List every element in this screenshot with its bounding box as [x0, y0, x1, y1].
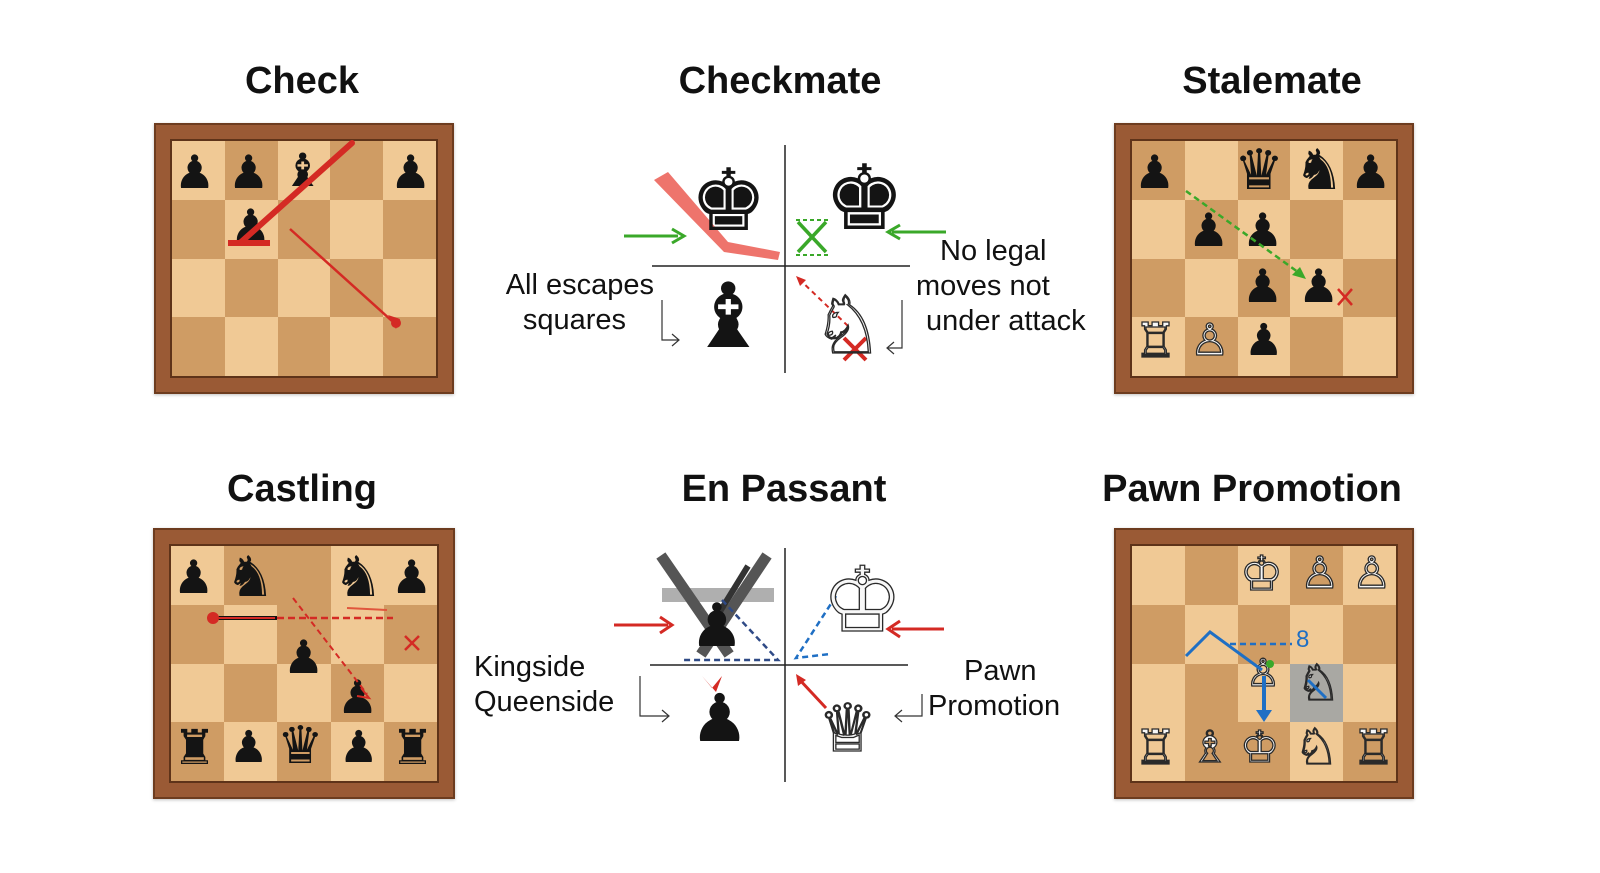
white-king-icon: ♔ — [1239, 546, 1284, 602]
white-rook-icon: ♖ — [1351, 720, 1396, 776]
black-pawn-icon: ♟ — [391, 550, 433, 604]
white-knight-icon: ♘ — [811, 279, 884, 372]
black-rook-icon: ♜ — [391, 720, 435, 776]
stalemate-board: ♟ ♛ ♞ ♟ ♟ ♟ ♟ ♟ ♖ ♙ ♟ — [1114, 123, 1414, 394]
caption-line: under attack — [926, 305, 1086, 337]
black-knight-icon: ♞ — [333, 545, 384, 610]
caption-line: Queenside — [474, 686, 615, 718]
black-bishop-icon: ♝ — [688, 264, 769, 369]
black-pawn-icon: ♟ — [173, 550, 215, 604]
en-passant-caption-left: Kingside Queenside — [474, 650, 614, 720]
black-rook-icon: ♜ — [173, 720, 217, 776]
caption-line: moves not — [916, 270, 1050, 302]
black-queen-icon: ♛ — [1234, 138, 1285, 203]
white-pawn-icon: ♙ — [1189, 315, 1230, 366]
rank-8-label: 8 — [1296, 626, 1310, 653]
white-knight-icon: ♘ — [1293, 718, 1339, 776]
white-pawn-icon: ♙ — [1299, 548, 1340, 599]
pawn-promotion-title: Pawn Promotion — [1102, 468, 1402, 510]
black-pawn-icon: ♟ — [1242, 259, 1284, 313]
en-passant-title: En Passant — [681, 468, 887, 510]
black-king-icon: ♚ — [824, 146, 905, 251]
caption-line: All escapes — [505, 269, 654, 301]
white-knight-icon: ♘ — [1295, 654, 1341, 712]
en-passant-caption-right: Pawn Promotion — [928, 654, 1060, 724]
black-pawn-icon: ♟ — [690, 591, 744, 661]
black-pawn-icon: ♟ — [1242, 203, 1284, 257]
caption-line: Pawn — [964, 655, 1037, 687]
black-pawn-icon: ♟ — [229, 722, 269, 773]
white-queen-icon: ♕ — [817, 690, 878, 767]
caption-line: No legal — [940, 235, 1047, 267]
caption-line: squares — [522, 304, 626, 336]
black-pawn-icon: ♟ — [1350, 145, 1392, 199]
black-pawn-icon: ♟ — [339, 722, 379, 773]
white-king-icon: ♔ — [821, 548, 903, 653]
caption-line: Promotion — [928, 690, 1061, 722]
black-king-icon: ♚ — [690, 151, 768, 251]
pawn-promotion-board: ♔ ♙ ♙ ♙ ♘ ♖ ♗ ♔ ♘ ♖ 8 — [1114, 528, 1414, 799]
caption-line: Kingside — [474, 651, 586, 683]
black-pawn-icon: ♟ — [1298, 259, 1340, 313]
black-pawn-icon: ♟ — [1244, 315, 1284, 366]
black-knight-icon: ♞ — [225, 545, 276, 610]
stalemate-title: Stalemate — [1182, 60, 1362, 102]
white-pawn-icon: ♙ — [1245, 651, 1281, 695]
black-bishop-icon: ♝ — [282, 143, 324, 197]
white-bishop-icon: ♗ — [1189, 722, 1230, 773]
black-knight-icon: ♞ — [1294, 138, 1345, 203]
check-title: Check — [244, 60, 360, 102]
black-pawn-icon: ♟ — [283, 630, 325, 684]
black-pawn-icon: ♟ — [690, 680, 750, 757]
castling-board: ♟ ♞ ♞ ♟ ♟ ♟ ♜ ♟ ♛ ♟ ♜ — [153, 528, 455, 799]
checkmate-title: Checkmate — [678, 60, 882, 102]
black-pawn-icon: ♟ — [1134, 145, 1176, 199]
white-pawn-icon: ♙ — [1351, 548, 1392, 599]
black-pawn-icon: ♟ — [228, 145, 270, 199]
black-pawn-icon: ♟ — [1188, 203, 1230, 257]
white-rook-icon: ♖ — [1133, 720, 1178, 776]
check-board: ♟ ♟ ♝ ♟ ♟ — [154, 123, 454, 394]
black-queen-icon: ♛ — [277, 716, 324, 776]
black-pawn-icon: ♟ — [390, 145, 432, 199]
black-pawn-icon: ♟ — [174, 145, 216, 199]
white-king-icon: ♔ — [1239, 722, 1280, 773]
castling-title: Castling — [227, 468, 377, 510]
black-pawn-icon: ♟ — [337, 670, 379, 724]
black-pawn-icon: ♟ — [230, 199, 272, 253]
checkmate-caption-left: All escapes squares — [494, 268, 654, 338]
white-rook-icon: ♖ — [1133, 313, 1178, 369]
pawn-promotion-board-grid — [1130, 544, 1398, 783]
checkmate-caption-right: No legal moves not under attack — [916, 234, 1086, 339]
